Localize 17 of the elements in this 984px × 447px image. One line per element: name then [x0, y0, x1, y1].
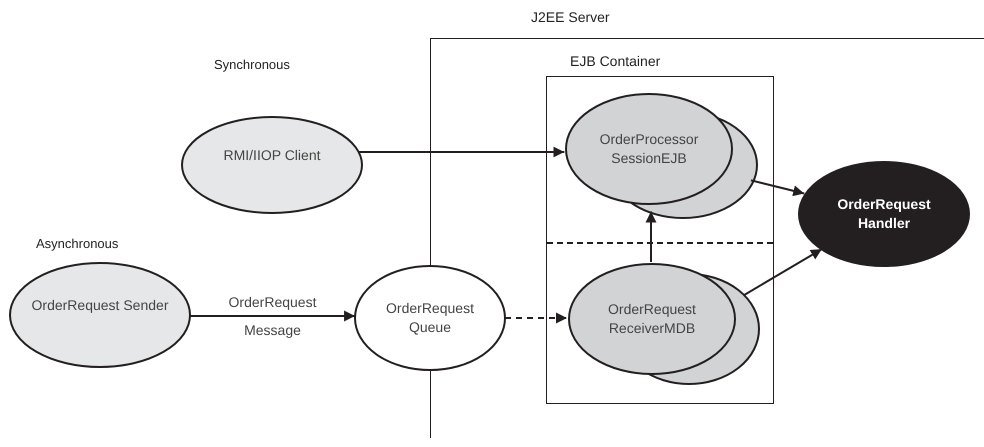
- mode-label: Asynchronous: [36, 236, 118, 251]
- arrow: [358, 146, 564, 158]
- node-label: RMI/IIOP Client: [222, 146, 322, 165]
- node-label: OrderRequest Handler: [836, 195, 932, 233]
- node-label: OrderRequest Queue: [385, 299, 475, 337]
- arrow: [505, 312, 568, 324]
- mode-label: Synchronous: [214, 57, 290, 72]
- node-label: OrderRequest ReceiverMDB: [607, 300, 697, 338]
- edge-label: OrderRequest Message: [228, 293, 318, 340]
- heading: EJB Container: [570, 53, 660, 69]
- arrow: [750, 179, 804, 196]
- heading: J2EE Server: [531, 9, 610, 25]
- node-label: OrderProcessor SessionEJB: [598, 130, 700, 168]
- arrow: [646, 211, 656, 262]
- node-label: OrderRequest Sender: [30, 296, 170, 315]
- arrow: [190, 310, 356, 322]
- arrow: [744, 248, 822, 296]
